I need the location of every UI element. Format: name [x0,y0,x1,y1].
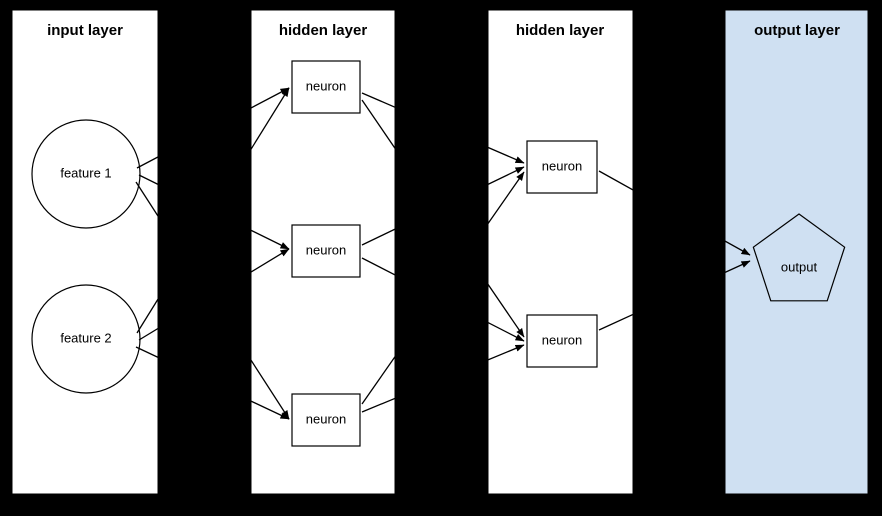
node-feature-1[interactable]: feature 1 [31,119,141,229]
layer-panel-hidden-1 [250,9,396,495]
node-shape-circle [31,119,141,229]
layer-panel-output [724,9,869,495]
node-label: neuron [306,411,346,426]
layer-title-hidden-2: hidden layer [516,22,605,39]
node-hidden1-neuron-1[interactable]: neuron [291,60,361,114]
node-output-node[interactable]: output [752,213,846,302]
node-shape-rect [291,224,361,278]
node-shape-circle [31,284,141,394]
node-feature-2[interactable]: feature 2 [31,284,141,394]
layer-title-hidden-1: hidden layer [279,22,368,39]
node-shape-rect [526,314,598,368]
node-label: feature 2 [60,330,111,345]
node-hidden1-neuron-3[interactable]: neuron [291,393,361,447]
layer-titles: input layer hidden layer hidden layer outpu… [47,22,840,39]
layer-gaps [158,0,725,516]
gap-input-hidden1 [158,0,251,516]
layer-nodes: feature 1 feature 2 neuron neuron neuron neur… [31,60,846,447]
node-label: neuron [542,332,582,347]
node-label: neuron [542,158,582,173]
node-hidden2-neuron-2[interactable]: neuron [526,314,598,368]
gap-hidden2-output [633,0,725,516]
node-label: neuron [306,242,346,257]
layer-panel-hidden-2 [487,9,634,495]
gap-hidden1-hidden2 [395,0,488,516]
layer-title-input: input layer [47,22,123,39]
node-hidden1-neuron-2[interactable]: neuron [291,224,361,278]
layer-panel-input [11,9,159,495]
node-shape-rect [291,60,361,114]
layer-title-output: output layer [754,22,840,39]
node-label: feature 1 [60,165,111,180]
node-shape-pentagon [752,213,846,302]
node-label: neuron [306,78,346,93]
node-shape-rect [526,140,598,194]
node-label: output [781,259,818,274]
node-shape-rect [291,393,361,447]
node-hidden2-neuron-1[interactable]: neuron [526,140,598,194]
